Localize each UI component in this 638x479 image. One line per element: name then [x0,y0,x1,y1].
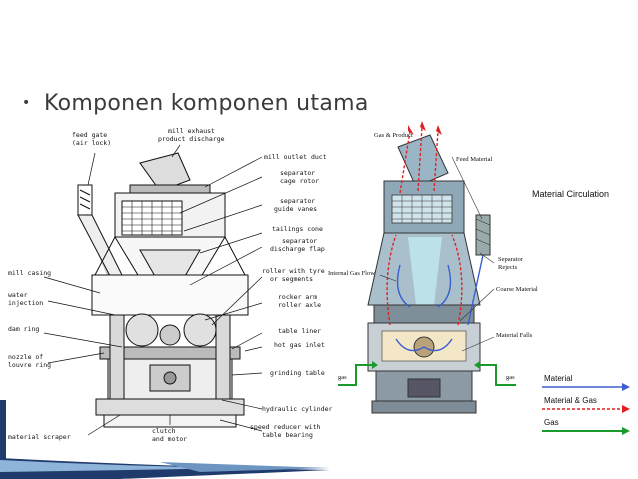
right-diagram-labels: Gas & Product Feed Material Material Cir… [328,132,609,381]
label-water-injection-1: water [8,291,28,299]
label-clutch-motor-2: and motor [152,435,187,443]
label-separator-rejects-2: Rejects [498,264,518,271]
legend-label-material: Material [544,374,573,383]
label-material-circulation: Material Circulation [532,189,609,199]
label-nozzle-louvre-1: nozzle of [8,353,43,361]
label-coarse-material: Coarse Material [496,286,538,293]
label-rocker-arm-1: rocker arm [278,293,317,301]
label-feed-gate-2: (air lock) [72,139,111,147]
label-separator-cage-1: separator [280,169,315,177]
label-table-liner: table liner [278,327,321,335]
label-material-falls: Material Falls [496,332,533,339]
slide-heading-row: • Komponen komponen utama [22,88,369,118]
label-roller-tyre-2: or segments [270,275,313,283]
label-discharge-flap-2: discharge flap [270,245,325,253]
slide-heading: Komponen komponen utama [44,90,369,116]
label-internal-gas-flow: Internal Gas Flow [328,270,375,277]
label-clutch-motor-1: clutch [152,427,176,435]
decorative-swoosh [0,400,330,479]
label-feed-gate-1: feed gate [72,131,107,139]
label-rocker-arm-2: roller axle [278,301,321,309]
label-gas-left: gas [338,374,347,381]
label-water-injection-2: injection [8,299,43,307]
label-mill-casing: mill casing [8,269,51,277]
label-speed-reducer-2: table bearing [262,431,313,439]
label-gas-product: Gas & Product [374,132,413,139]
label-separator-vanes-2: guide vanes [274,205,317,213]
label-mill-exhaust-2: product discharge [158,135,225,143]
label-discharge-flap-1: separator [282,237,317,245]
legend-label-gas: Gas [544,418,559,427]
label-material-scraper: material scraper [8,433,71,441]
label-feed-material: Feed Material [456,156,492,163]
label-nozzle-louvre-2: louvre ring [8,361,51,369]
legend-arrow-material [622,383,630,391]
legend-arrow-gas [622,427,630,435]
label-gas-right: gas [506,374,515,381]
legend-label-material-gas: Material & Gas [544,396,597,405]
label-separator-rejects-1: Separator [498,256,524,263]
label-hot-gas-inlet: hot gas inlet [274,341,325,349]
label-separator-vanes-1: separator [280,197,315,205]
right-mill-diagram: Gas & Product Feed Material Material Cir… [328,121,630,435]
label-hydraulic-cylinder: hydraulic cylinder [262,405,333,413]
legend: Material Material & Gas Gas [542,374,630,435]
label-mill-exhaust-1: mill exhaust [168,127,215,135]
label-grinding-table: grinding table [270,369,325,377]
legend-arrow-material-gas [622,405,630,413]
left-diagram-labels: feed gate (air lock) mill exhaust produc… [8,127,333,443]
left-mill-diagram: feed gate (air lock) mill exhaust produc… [8,127,333,443]
label-mill-outlet-duct: mill outlet duct [264,153,327,161]
label-tailings-cone: tailings cone [272,225,323,233]
label-dam-ring: dam ring [8,325,39,333]
label-speed-reducer-1: speed reducer with [250,423,321,431]
bullet-icon: • [22,95,31,111]
label-roller-tyre-1: roller with tyre [262,267,325,275]
label-separator-cage-2: cage rotor [280,177,319,185]
